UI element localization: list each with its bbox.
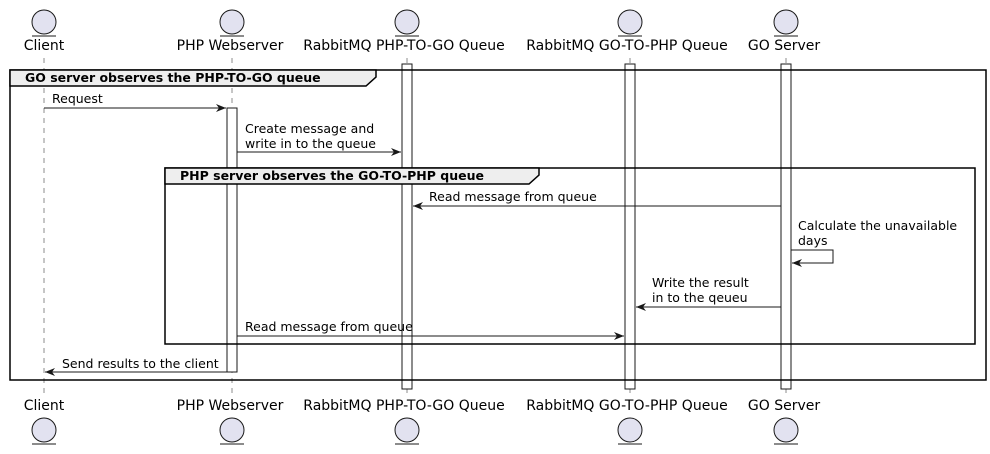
participant-go-server-top-label: GO Server — [748, 38, 820, 54]
message-go-read-queue: Read message from queue — [413, 189, 781, 210]
participant-php-webserver-bottom-icon — [219, 417, 245, 443]
message-request: Request — [44, 91, 226, 112]
participant-go-server-bottom-icon — [773, 417, 799, 443]
message-request-label: Request — [52, 91, 103, 106]
message-calculate-line1: Calculate the unavailable — [798, 218, 957, 233]
message-write-result-line1: Write the result — [652, 275, 749, 290]
group-outer-label: GO server observes the PHP-TO-GO queue — [25, 70, 321, 85]
activation-php-webserver — [226, 107, 238, 373]
participant-php-to-go-queue-top-label: RabbitMQ PHP-TO-GO Queue — [303, 38, 504, 54]
participant-go-to-php-queue-top-label: RabbitMQ GO-TO-PHP Queue — [526, 38, 728, 54]
message-send-results-label: Send results to the client — [62, 356, 219, 371]
participant-client-bottom-icon — [31, 417, 57, 443]
participant-go-server-bottom-label: GO Server — [748, 398, 820, 414]
group-outer-frame — [9, 69, 987, 381]
group-inner-frame — [164, 167, 976, 345]
participant-client-top-icon — [31, 9, 57, 35]
participants-bottom: Client PHP Webserver RabbitMQ PHP-TO-GO … — [24, 398, 820, 445]
message-send-results: Send results to the client — [45, 356, 227, 376]
participant-php-to-go-queue-bottom-label: RabbitMQ PHP-TO-GO Queue — [303, 398, 504, 414]
arrow-calculate-self — [791, 249, 834, 267]
message-create-message-line2: write in to the queue — [245, 136, 376, 151]
participant-php-to-go-queue-top-icon — [394, 9, 420, 35]
group-inner: PHP server observes the GO-TO-PHP queue — [164, 167, 976, 345]
participant-go-to-php-queue-bottom-label: RabbitMQ GO-TO-PHP Queue — [526, 398, 728, 414]
message-calculate-line2: days — [798, 233, 828, 248]
participant-php-webserver-bottom-label: PHP Webserver — [177, 398, 284, 414]
group-inner-label: PHP server observes the GO-TO-PHP queue — [180, 168, 484, 183]
participant-client-top-label: Client — [24, 38, 65, 54]
group-inner-header — [164, 167, 540, 185]
group-outer: GO server observes the PHP-TO-GO queue — [9, 69, 987, 381]
activation-bars — [226, 63, 792, 390]
participant-php-to-go-queue-bottom-icon — [394, 417, 420, 443]
participant-go-to-php-queue-bottom-icon — [617, 417, 643, 443]
message-calculate: Calculate the unavailable days — [791, 218, 957, 267]
participant-php-webserver-top-icon — [219, 9, 245, 35]
lifelines — [43, 58, 787, 397]
activation-php-to-go-queue — [401, 63, 413, 390]
message-create-message: Create message and write in to the queue — [237, 121, 401, 156]
message-php-read-queue-label: Read message from queue — [245, 319, 413, 334]
participant-php-webserver-top-label: PHP Webserver — [177, 38, 284, 54]
participant-go-server-top-icon — [773, 9, 799, 35]
group-outer-header — [9, 69, 377, 87]
message-write-result: Write the result in to the qeueu — [636, 275, 781, 311]
activation-go-server — [780, 63, 792, 390]
message-go-read-queue-label: Read message from queue — [429, 189, 597, 204]
message-create-message-line1: Create message and — [245, 121, 374, 136]
participant-go-to-php-queue-top-icon — [617, 9, 643, 35]
participant-client-bottom-label: Client — [24, 398, 65, 414]
participants-top: Client PHP Webserver RabbitMQ PHP-TO-GO … — [24, 9, 820, 54]
message-php-read-queue: Read message from queue — [237, 319, 624, 340]
activation-go-to-php-queue — [624, 63, 636, 390]
message-write-result-line2: in to the qeueu — [652, 290, 748, 305]
